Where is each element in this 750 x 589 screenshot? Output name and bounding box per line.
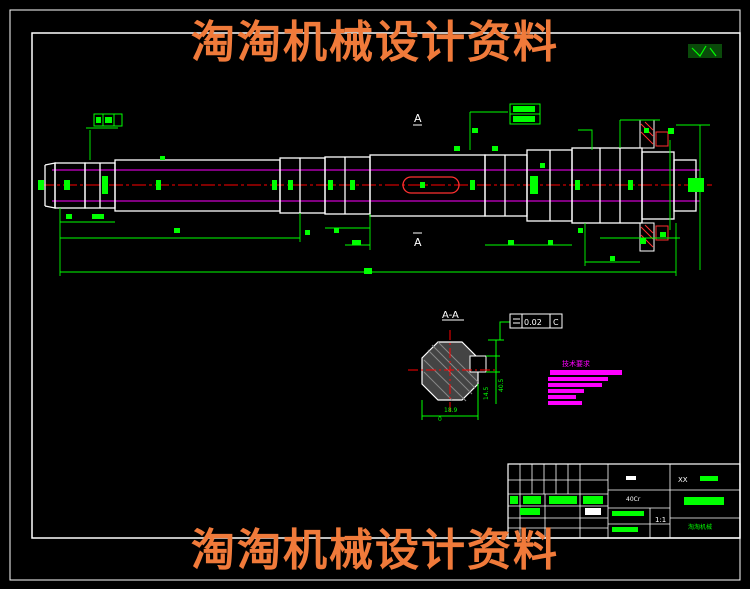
technical-notes: 技术要求	[548, 359, 622, 405]
shaft-main-view	[38, 119, 712, 252]
section-dim-side: 14.5	[483, 386, 490, 400]
dimension-text-blocks	[66, 128, 674, 274]
tolerance-frame-left	[93, 113, 123, 127]
material: 40Cr	[626, 496, 641, 503]
section-tolerance-frame: 0.02 C	[509, 313, 563, 329]
section-view-a-a: A-A 18.9 0 14.5 40.5 0.02	[408, 310, 563, 423]
inner-frame	[31, 32, 741, 539]
section-dim-depth: 40.5	[498, 378, 505, 392]
shaft-outline	[44, 147, 697, 224]
drawing-number: XX	[678, 476, 688, 484]
outer-border	[9, 9, 741, 581]
company-name: 淘淘机械	[688, 523, 712, 531]
title-block: XX 40Cr 1:1 淘淘机械	[507, 463, 741, 539]
section-view-title: A-A	[442, 310, 459, 321]
section-label-bottom: A	[414, 236, 422, 249]
notes-title: 技术要求	[562, 359, 590, 368]
dimension-lines	[59, 111, 710, 276]
section-dim-bottom: 0	[438, 416, 442, 423]
scale: 1:1	[655, 516, 666, 524]
centerline-markers	[38, 156, 704, 219]
section-dim-width: 18.9	[444, 407, 458, 414]
roughness-symbol	[688, 44, 722, 58]
tolerance-frame-middle	[509, 103, 541, 125]
section-cut-markers: A A	[413, 112, 422, 249]
tolerance-value: 0.02	[524, 318, 542, 327]
section-label-top: A	[414, 112, 422, 125]
keyway-cut	[469, 355, 487, 373]
tolerance-datum: C	[553, 318, 559, 327]
